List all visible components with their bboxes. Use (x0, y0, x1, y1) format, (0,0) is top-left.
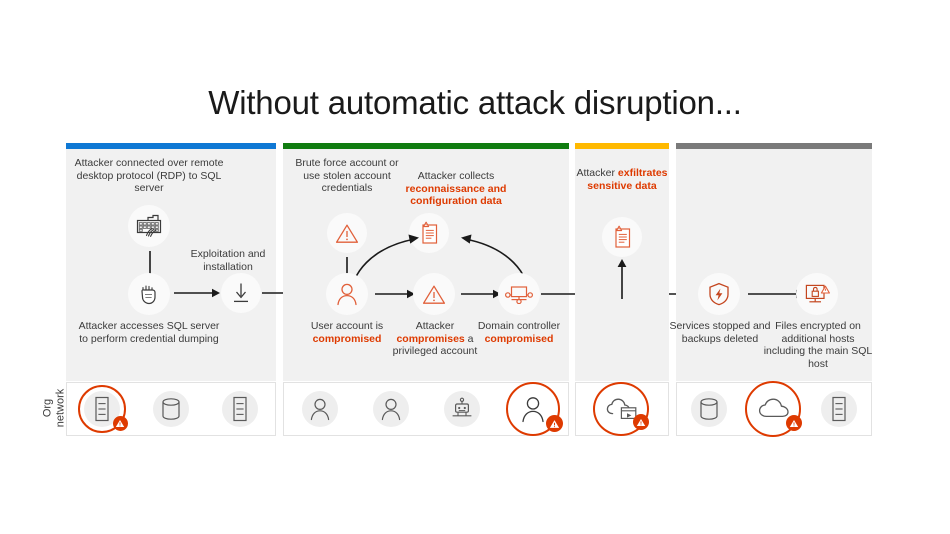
caption-privileged-account: Attacker compromises a privileged accoun… (392, 320, 478, 358)
device-database[interactable] (152, 391, 189, 427)
device-server[interactable] (222, 391, 259, 427)
device-band-impact (676, 381, 872, 437)
keyboard-hand-icon-chip (128, 205, 170, 247)
page-title: Without automatic attack disruption... (208, 84, 742, 121)
device-band-exfiltration (575, 382, 669, 436)
cloud-icon (758, 398, 790, 420)
arrow-right-3 (461, 289, 501, 299)
stage-bar-credential-access (283, 143, 569, 149)
device-band-initial-access (66, 382, 276, 436)
warning-triangle-icon (335, 223, 359, 244)
monitor-lock-icon-chip (796, 273, 838, 315)
document-warning-icon (418, 221, 440, 245)
device-sql-server[interactable] (77, 385, 128, 433)
warning-triangle-icon-chip-1 (327, 213, 367, 253)
cloud-window-icon (606, 396, 638, 422)
database-icon (698, 397, 720, 421)
user-icon (520, 395, 546, 423)
caption-exfiltration: Attacker exfiltrates sensitive data (576, 167, 668, 192)
shield-bolt-icon (708, 282, 730, 306)
keyboard-hand-icon (136, 214, 162, 238)
user-icon-chip (326, 273, 368, 315)
device-user-2[interactable] (372, 391, 409, 427)
stage-bar-exfiltration (575, 143, 669, 149)
robot-icon (450, 397, 474, 421)
stage-panel-impact: Services stopped and backups deleted Fil (670, 143, 873, 381)
device-server[interactable] (820, 391, 857, 427)
org-network-label-line1: Org (41, 398, 53, 418)
device-band-credential-access (283, 382, 569, 436)
stage-panel-credential-access: Brute force account or use stolen accoun… (283, 143, 699, 381)
server-icon (94, 396, 110, 422)
download-arrow-icon-chip (221, 273, 261, 313)
server-icon (831, 396, 847, 422)
caption-exploitation: Exploitation and installation (190, 248, 266, 273)
fist-icon (139, 282, 159, 306)
caption-credential-dumping: Attacker accesses SQL server to perform … (78, 320, 220, 345)
device-cloud-storage[interactable] (593, 382, 649, 436)
stage-panel-initial-access: Attacker connected over remote desktop p… (66, 143, 381, 381)
arrow-right-1 (174, 288, 220, 298)
device-privileged-user[interactable] (505, 382, 563, 436)
stage-bar-initial-access (66, 143, 276, 149)
user-icon (309, 397, 331, 421)
download-arrow-icon (231, 282, 251, 304)
caption-brute-force: Brute force account or use stolen accoun… (295, 157, 399, 195)
server-icon (232, 396, 248, 422)
fist-icon-chip (128, 273, 170, 315)
alert-badge (785, 415, 802, 431)
shield-bolt-icon-chip (698, 273, 740, 315)
domain-controller-icon (505, 284, 533, 304)
arrow-up-exfiltration (617, 259, 627, 299)
device-database[interactable] (691, 391, 728, 427)
caption-files-encrypted: Files encrypted on additional hosts incl… (763, 320, 873, 370)
stage-panel-exfiltration: Attacker exfiltrates sensitive data (575, 143, 669, 381)
caption-domain-controller: Domain controller compromised (477, 320, 561, 345)
caption-recon-collect: Attacker collects reconnaissance and con… (405, 170, 507, 208)
arrow-right-2 (375, 289, 415, 299)
caption-services-stopped: Services stopped and backups deleted (669, 320, 771, 345)
org-network-label-line2: network (54, 388, 66, 428)
device-cloud[interactable] (744, 381, 802, 437)
warning-triangle-icon (422, 284, 446, 305)
document-warning-icon-chip-2 (602, 217, 642, 257)
alert-badge (633, 414, 649, 430)
warning-triangle-icon-chip-2 (413, 273, 455, 315)
document-warning-icon (611, 225, 633, 249)
user-icon (380, 397, 402, 421)
device-user-1[interactable] (301, 391, 338, 427)
domain-controller-icon-chip (498, 273, 540, 315)
document-warning-icon-chip-1 (409, 213, 449, 253)
database-icon (160, 397, 182, 421)
caption-user-compromised: User account is compromised (310, 320, 384, 345)
device-domain-controller[interactable] (443, 391, 480, 427)
alert-badge (545, 415, 563, 432)
alert-badge (112, 416, 128, 431)
caption-rdp-access: Attacker connected over remote desktop p… (74, 157, 224, 195)
stage-bar-impact (676, 143, 872, 149)
user-icon (336, 282, 358, 306)
monitor-lock-icon (804, 282, 830, 306)
